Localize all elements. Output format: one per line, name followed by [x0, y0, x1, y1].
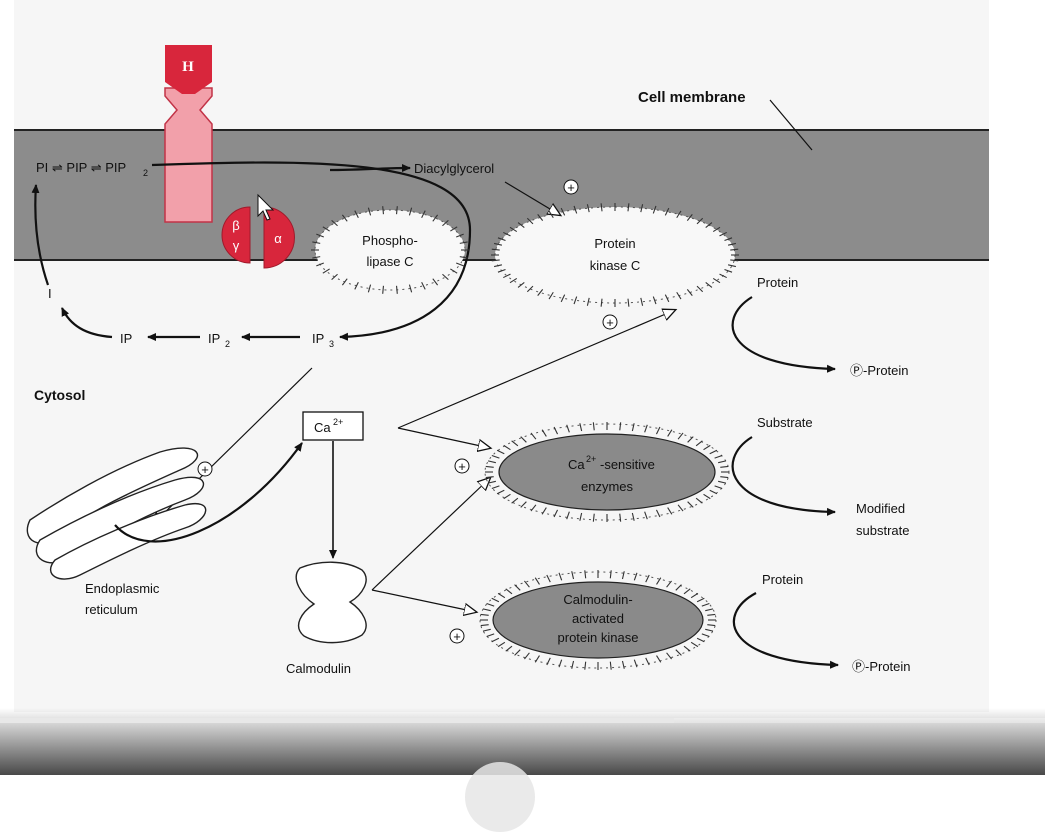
- endoplasmic-reticulum: [26, 447, 207, 580]
- pip2-to-ip3-arrow: [151, 161, 472, 341]
- svg-text:+: +: [458, 459, 466, 474]
- er-label-line2: reticulum: [85, 602, 138, 617]
- svg-text:Phospho-: Phospho-: [362, 233, 418, 248]
- svg-text:Ca: Ca: [314, 420, 331, 435]
- hormone: H: [165, 45, 212, 94]
- pi-pip-pip2-label: PI ⇌ PIP ⇌ PIP 2: [36, 160, 148, 178]
- svg-text:Ca: Ca: [568, 457, 585, 472]
- modified-label-line1: Modified: [856, 501, 905, 516]
- svg-text:activated: activated: [572, 611, 624, 626]
- signaling-pathway-diagram: Cell membrane H β γ α Phospho- lipase C …: [14, 45, 989, 676]
- protein-top-label: Protein: [757, 275, 798, 290]
- cell-membrane-label: Cell membrane: [638, 89, 746, 106]
- calmodulin: [295, 561, 367, 644]
- ip-to-i-arrow: [61, 307, 113, 339]
- dag-activates-pkc-arrow: [504, 181, 560, 215]
- g-protein-beta-gamma: β γ: [221, 206, 251, 264]
- ca-enzyme-ticks: [485, 422, 729, 522]
- svg-text:protein kinase: protein kinase: [558, 630, 639, 645]
- svg-text:+: +: [453, 629, 461, 644]
- cytosol-label: Cytosol: [34, 387, 85, 403]
- svg-text:γ: γ: [233, 238, 240, 253]
- plc-ticks: [311, 206, 469, 294]
- plus-icon: +: [449, 628, 465, 644]
- video-progress-fill: [0, 718, 675, 723]
- to-diacylglycerol-arrow: [329, 164, 411, 173]
- svg-text:2+: 2+: [333, 417, 343, 427]
- video-progress-bar[interactable]: [0, 718, 1045, 723]
- ca-sensitive-enzymes: Ca 2+ -sensitive enzymes: [484, 423, 730, 521]
- video-frame: Cell membrane H β γ α Phospho- lipase C …: [0, 45, 1045, 832]
- plus-icon: +: [197, 461, 213, 477]
- ip3-label: IP: [312, 331, 324, 346]
- play-button[interactable]: [465, 762, 535, 832]
- receptor: [164, 87, 213, 223]
- plus-icon: +: [602, 314, 618, 330]
- kinase-ticks: [480, 570, 716, 670]
- svg-text:Protein: Protein: [594, 236, 635, 251]
- svg-text:2+: 2+: [586, 454, 596, 464]
- er-to-ca-arrow: [114, 442, 303, 543]
- svg-text:H: H: [182, 59, 194, 75]
- svg-text:3: 3: [329, 339, 334, 349]
- ca-to-enzymes-arrow: [397, 427, 490, 448]
- calmodulin-to-kinase-arrow: [371, 589, 476, 612]
- calmodulin-to-enzymes-arrow: [371, 478, 490, 591]
- ip2-label: IP: [208, 331, 220, 346]
- calmodulin-activated-protein-kinase: Calmodulin- activated protein kinase: [479, 571, 717, 669]
- svg-text:lipase C: lipase C: [367, 254, 414, 269]
- p-protein-bottom-label: Ⓟ-Protein: [852, 659, 911, 674]
- calmodulin-label: Calmodulin: [286, 661, 351, 676]
- i-label: I: [48, 286, 52, 301]
- plus-icon: +: [563, 179, 579, 195]
- svg-text:α: α: [274, 231, 282, 246]
- svg-text:kinase C: kinase C: [590, 258, 641, 273]
- diacylglycerol-label: Diacylglycerol: [414, 161, 494, 176]
- ca-to-pkc-arrow: [397, 310, 675, 429]
- svg-text:-sensitive: -sensitive: [600, 457, 655, 472]
- i-to-pi-arrow: [31, 184, 50, 286]
- cell-membrane-leader: [769, 99, 813, 151]
- svg-text:+: +: [606, 315, 614, 330]
- substrate-label: Substrate: [757, 415, 813, 430]
- svg-text:+: +: [201, 462, 209, 477]
- pkc-ticks: [491, 203, 739, 307]
- phospholipase-c: Phospho- lipase C: [314, 209, 466, 291]
- modified-label-line2: substrate: [856, 523, 909, 538]
- svg-text:2: 2: [143, 168, 148, 178]
- p-protein-top-label: Ⓟ-Protein: [850, 363, 909, 378]
- mouse-cursor-icon: [257, 193, 275, 221]
- er-label-line1: Endoplasmic: [85, 581, 160, 596]
- svg-text:2: 2: [225, 339, 230, 349]
- svg-text:β: β: [232, 218, 239, 233]
- g-protein-alpha: α: [263, 206, 295, 269]
- svg-text:PI ⇌ PIP ⇌ PIP: PI ⇌ PIP ⇌ PIP: [36, 160, 126, 175]
- plus-icon: +: [454, 458, 470, 474]
- ip-label: IP: [120, 331, 132, 346]
- kinase-phosphorylation-arrow: [732, 592, 839, 669]
- protein-bottom-label: Protein: [762, 572, 803, 587]
- svg-text:enzymes: enzymes: [581, 479, 634, 494]
- svg-text:+: +: [567, 180, 575, 195]
- substrate-modification-arrow: [731, 436, 836, 516]
- pkc-phosphorylation-arrow: [731, 296, 836, 373]
- svg-text:Calmodulin-: Calmodulin-: [563, 592, 632, 607]
- calcium-box: Ca 2+: [302, 411, 364, 441]
